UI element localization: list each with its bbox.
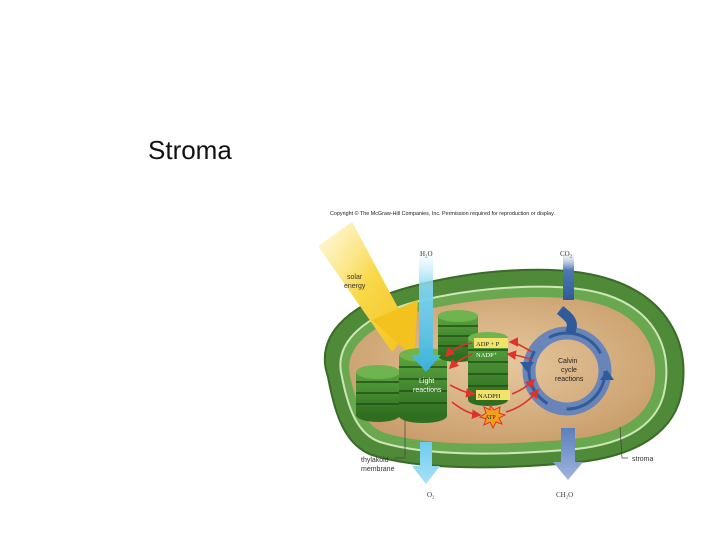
atp-label: ATP xyxy=(485,415,496,421)
solar-arrowhead xyxy=(372,300,418,358)
calvin-cycle xyxy=(520,306,614,416)
slide-title: Stroma xyxy=(148,135,232,165)
leader-lines xyxy=(394,420,628,459)
solar-label-2: energy xyxy=(344,283,366,290)
calvin-label-3: reactions xyxy=(555,376,584,383)
nadph-tag xyxy=(476,390,510,400)
granum-left xyxy=(356,365,400,422)
h2o-label: H₂O xyxy=(420,250,433,258)
oxygen-output-arrow xyxy=(412,442,440,484)
calvin-label-1: Calvin xyxy=(558,358,578,365)
solar-label: solar xyxy=(347,274,363,281)
copyright-notice: Copyright © The McGraw-Hill Companies, I… xyxy=(330,211,555,217)
co2-input-arrow xyxy=(563,250,574,300)
ch2o-output-arrow xyxy=(553,428,583,480)
co2-label: CO₂ xyxy=(560,250,573,258)
light-reactions-label-1: Light xyxy=(419,378,434,385)
thylakoid-label-1: thylakoid xyxy=(361,457,389,464)
light-reactions-label-2: reactions xyxy=(413,387,442,394)
thylakoid-label-2: membrane xyxy=(361,466,395,473)
granum-right xyxy=(468,332,508,406)
adp-p-tag xyxy=(474,338,508,348)
atp-burst xyxy=(478,403,507,430)
water-input-arrow xyxy=(411,244,441,372)
ch2o-label: CH₂O xyxy=(556,491,573,499)
stroma-label: stroma xyxy=(632,456,654,463)
nadp-label: NADP⁺ xyxy=(476,352,498,359)
calvin-label-2: cycle xyxy=(561,367,577,374)
nadph-label: NADPH xyxy=(478,393,501,400)
adp-p-label: ADP + P xyxy=(476,341,500,348)
o2-label: O₂ xyxy=(427,491,435,499)
reaction-arrows xyxy=(444,337,539,419)
